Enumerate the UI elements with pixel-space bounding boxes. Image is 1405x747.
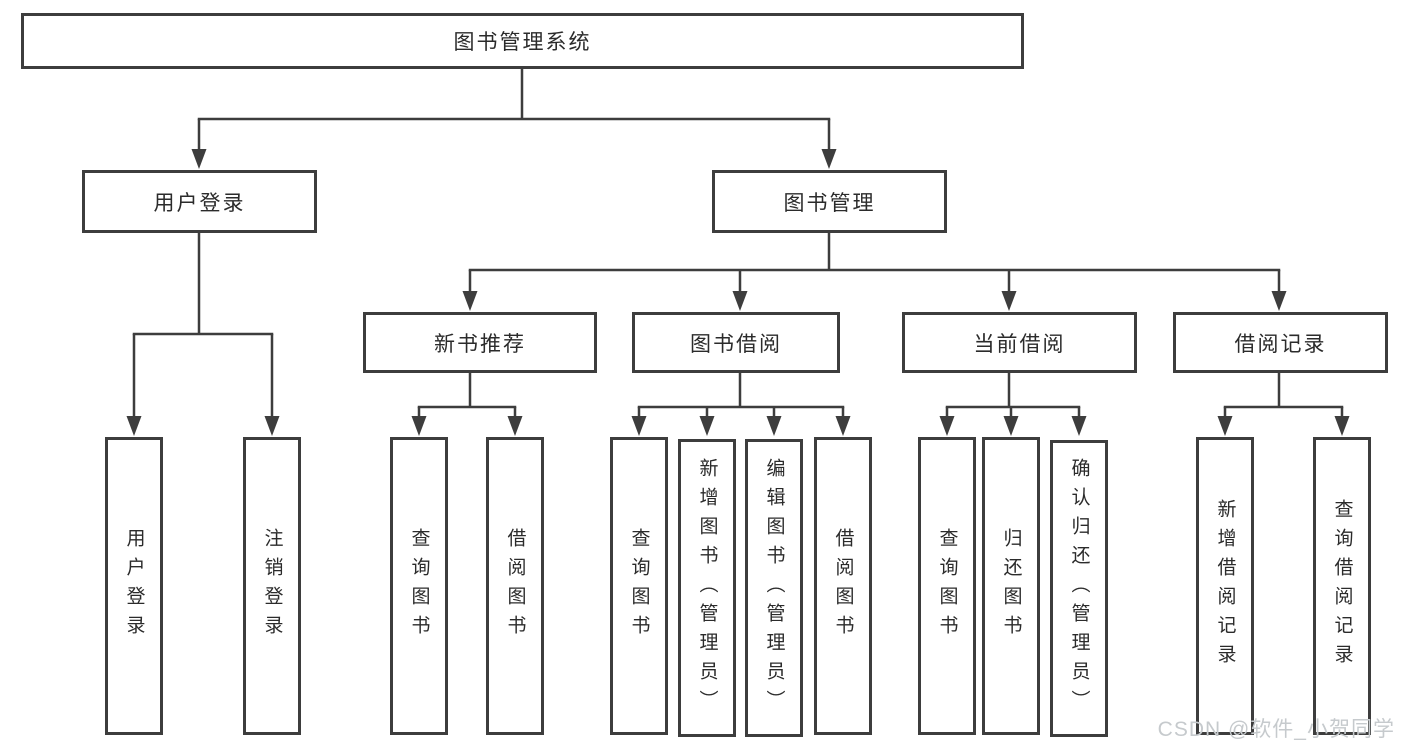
node-label: 新增图书（管理员） bbox=[696, 457, 718, 719]
leaf-query-borrow-record: 查询借阅记录 bbox=[1313, 437, 1371, 735]
leaf-logout: 注销登录 bbox=[243, 437, 301, 735]
node-label: 新增借阅记录 bbox=[1214, 499, 1236, 673]
node-label: 查询图书 bbox=[408, 528, 430, 644]
node-label: 用户登录 bbox=[153, 191, 246, 215]
node-label: 确认归还（管理员） bbox=[1068, 458, 1090, 719]
node-book-management: 图书管理 bbox=[712, 170, 947, 233]
leaf-query-books-current: 查询图书 bbox=[918, 437, 976, 735]
node-label: 查询借阅记录 bbox=[1331, 499, 1353, 673]
node-label: 当前借阅 bbox=[973, 332, 1066, 356]
node-label: 图书借阅 bbox=[690, 332, 782, 356]
node-label: 编辑图书（管理员） bbox=[763, 457, 785, 719]
node-label: 用户登录 bbox=[123, 528, 145, 644]
leaf-add-borrow-record: 新增借阅记录 bbox=[1196, 437, 1254, 735]
leaf-confirm-return-admin: 确认归还（管理员） bbox=[1050, 440, 1108, 737]
node-library-management-system: 图书管理系统 bbox=[21, 13, 1024, 69]
leaf-user-login: 用户登录 bbox=[105, 437, 163, 735]
leaf-borrow-books: 借阅图书 bbox=[814, 437, 872, 735]
node-label: 注销登录 bbox=[261, 528, 283, 644]
node-label: 归还图书 bbox=[1000, 528, 1022, 644]
node-label: 查询图书 bbox=[936, 528, 958, 644]
node-label: 借阅图书 bbox=[504, 528, 526, 644]
leaf-add-book-admin: 新增图书（管理员） bbox=[678, 439, 736, 737]
leaf-return-books: 归还图书 bbox=[982, 437, 1040, 735]
leaf-query-books-recommend: 查询图书 bbox=[390, 437, 448, 735]
leaf-query-books-borrowing: 查询图书 bbox=[610, 437, 668, 735]
node-new-book-recommendation: 新书推荐 bbox=[363, 312, 597, 373]
node-label: 新书推荐 bbox=[434, 332, 526, 356]
node-user-login: 用户登录 bbox=[82, 170, 317, 233]
leaf-borrow-books-recommend: 借阅图书 bbox=[486, 437, 544, 735]
node-label: 借阅记录 bbox=[1234, 332, 1327, 356]
node-current-borrowing: 当前借阅 bbox=[902, 312, 1137, 373]
leaf-edit-book-admin: 编辑图书（管理员） bbox=[745, 439, 803, 737]
node-label: 查询图书 bbox=[628, 528, 650, 644]
node-label: 借阅图书 bbox=[832, 528, 854, 644]
node-borrowing-records: 借阅记录 bbox=[1173, 312, 1388, 373]
csdn-watermark: CSDN @软件_小贺同学 bbox=[1157, 718, 1395, 741]
node-label: 图书管理 bbox=[783, 191, 876, 215]
node-label: 图书管理系统 bbox=[453, 31, 592, 54]
node-book-borrowing: 图书借阅 bbox=[632, 312, 840, 373]
